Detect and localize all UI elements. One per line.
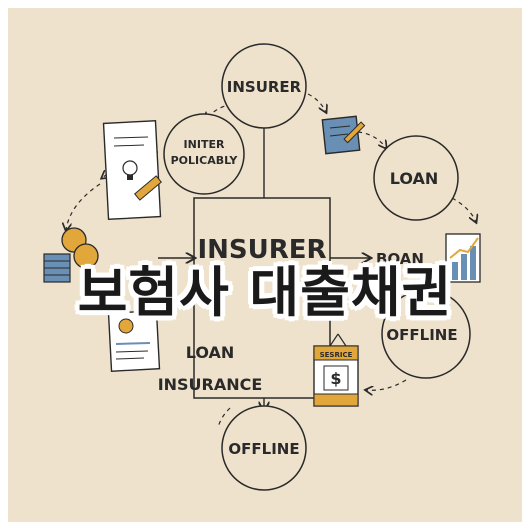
document-lightbulb-icon (102, 119, 163, 221)
connector-loan-chart (451, 197, 476, 222)
node-inter-line1: INITER (184, 138, 225, 151)
center-box-label: INSURER (197, 235, 326, 265)
flow-diagram: INSURER INSURER INITER POLICABLY LOAN BO… (43, 43, 481, 491)
profile-document-icon (107, 310, 161, 372)
node-loan-label: LOAN (390, 169, 439, 188)
node-insurer-circle (221, 43, 307, 129)
node-insurer-label: INSURER (227, 78, 302, 96)
center-box (193, 197, 331, 399)
connector-loanins-offline (217, 407, 231, 429)
connector-offline-shop (366, 379, 407, 390)
node-offline-bottom-circle (221, 405, 307, 491)
connector-doc-coins (66, 183, 101, 230)
title-overlay: 보험사 대출채권 (77, 261, 453, 324)
node-inter-line2: POLICABLY (171, 154, 239, 167)
node-loanins-line2: INSURANCE (158, 375, 263, 394)
diagram-frame: INSURER INSURER INITER POLICABLY LOAN BO… (8, 8, 522, 522)
node-offline-bottom-label: OFFLINE (228, 440, 299, 458)
bar-chart-icon (445, 233, 481, 283)
clipboard-pen-icon (321, 115, 366, 155)
coins-icon (43, 227, 99, 283)
node-loan-circle (373, 135, 459, 221)
node-boan-label: BOAN (376, 250, 424, 268)
node-offline-right-circle (381, 289, 471, 379)
node-loanins-line1: LOAN (186, 343, 235, 362)
shop-dollar-symbol: $ (330, 369, 341, 388)
shop-sign-icon: SESRICE $ (313, 333, 359, 407)
connector-doc-loan (357, 131, 386, 148)
node-offline-right-label: OFFLINE (386, 326, 457, 344)
shop-sign-text: SESRICE (320, 351, 353, 359)
connector-insurer-doc (307, 93, 326, 112)
node-inter-circle (163, 113, 245, 195)
